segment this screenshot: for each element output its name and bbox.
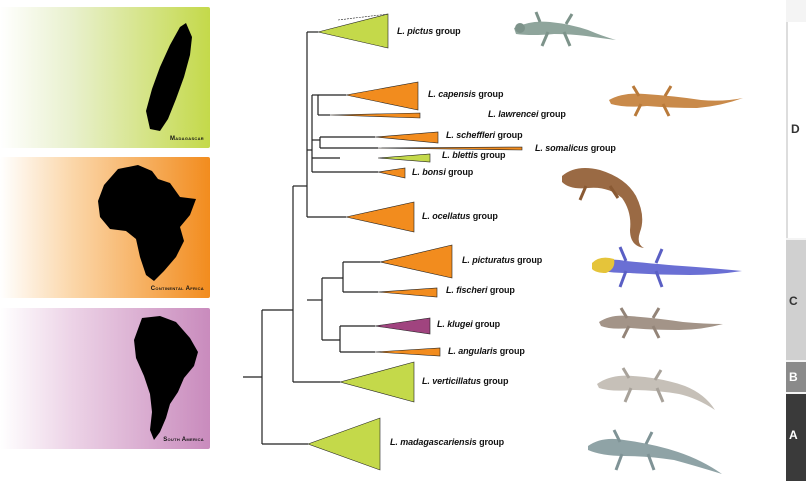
clade-letter-a: A <box>789 428 798 442</box>
label-bonsi: L. bonsi group <box>412 167 473 177</box>
triangle-capensis <box>346 82 418 110</box>
label-verticillatus: L. verticillatus group <box>422 376 508 386</box>
label-fischeri: L. fischeri group <box>446 285 515 295</box>
label-scheffleri: L. scheffleri group <box>446 130 522 140</box>
clade-bar: D C B A <box>786 0 806 481</box>
triangle-klugei <box>375 318 430 334</box>
triangle-verticillatus <box>340 362 414 402</box>
lizard-image-verticillatus <box>593 366 723 416</box>
triangle-picturatus <box>380 245 452 278</box>
label-klugei: L. klugei group <box>437 319 500 329</box>
triangle-angularis <box>375 348 440 356</box>
label-angularis: L. angularis group <box>448 346 525 356</box>
lizard-image-picturatus <box>586 243 746 293</box>
triangle-fischeri <box>378 288 437 297</box>
label-somalicus: L. somalicus group <box>535 143 616 153</box>
triangle-lawrencei <box>330 113 420 118</box>
label-lawrencei: L. lawrencei group <box>488 109 566 119</box>
lizard-image-madagascariensis <box>582 428 732 481</box>
label-pictus: L. pictus group <box>397 26 461 36</box>
label-picturatus: L. picturatus group <box>462 255 542 265</box>
clade-segment-b: B <box>786 362 806 392</box>
triangle-ocellatus <box>346 202 414 232</box>
triangle-blettis <box>378 154 430 162</box>
clade-triangles <box>308 14 522 470</box>
lizard-image-pictus <box>510 6 620 56</box>
clade-letter-c: C <box>789 294 798 308</box>
clade-segment-d: D <box>786 22 806 238</box>
clade-segment-a: A <box>786 394 806 481</box>
label-blettis: L. blettis group <box>442 150 505 160</box>
clade-letter-d: D <box>791 122 800 136</box>
label-madagascariensis: L. madagascariensis group <box>390 437 504 447</box>
triangle-madagascariensis <box>308 418 380 470</box>
clade-letter-b: B <box>789 370 798 384</box>
label-ocellatus: L. ocellatus group <box>422 211 498 221</box>
triangle-bonsi <box>378 168 405 178</box>
triangle-scheffleri <box>375 132 438 143</box>
lizard-image-ocellatus <box>556 160 656 250</box>
triangle-pictus <box>318 14 388 48</box>
lizard-image-klugei <box>595 306 725 342</box>
lizard-image-capensis <box>605 82 745 122</box>
clade-segment-c: C <box>786 240 806 360</box>
label-capensis: L. capensis group <box>428 89 503 99</box>
